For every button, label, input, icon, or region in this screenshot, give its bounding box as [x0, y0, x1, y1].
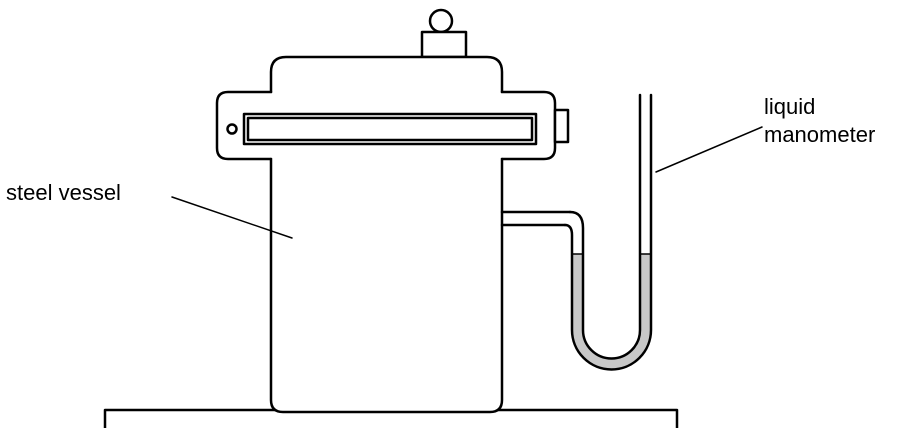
vessel-body — [269, 157, 504, 414]
manometer-inner-wall — [563, 93, 653, 371]
vessel-lid — [269, 55, 504, 94]
manometer-label-line1: liquid — [764, 94, 816, 119]
clamp-right-tab — [553, 108, 570, 144]
leader-line-vessel — [171, 196, 293, 239]
lid-knob — [428, 8, 454, 34]
lid-knob-stem — [420, 30, 468, 59]
leader-line-manometer — [655, 126, 763, 173]
manometer-label-line2: manometer — [764, 122, 876, 147]
manometer-liquid — [572, 254, 651, 370]
hinge-pin — [226, 123, 238, 135]
manometer-outer-wall — [568, 93, 642, 360]
clamp-bar-inner — [246, 116, 534, 142]
steel-vessel-label: steel vessel — [6, 180, 121, 205]
